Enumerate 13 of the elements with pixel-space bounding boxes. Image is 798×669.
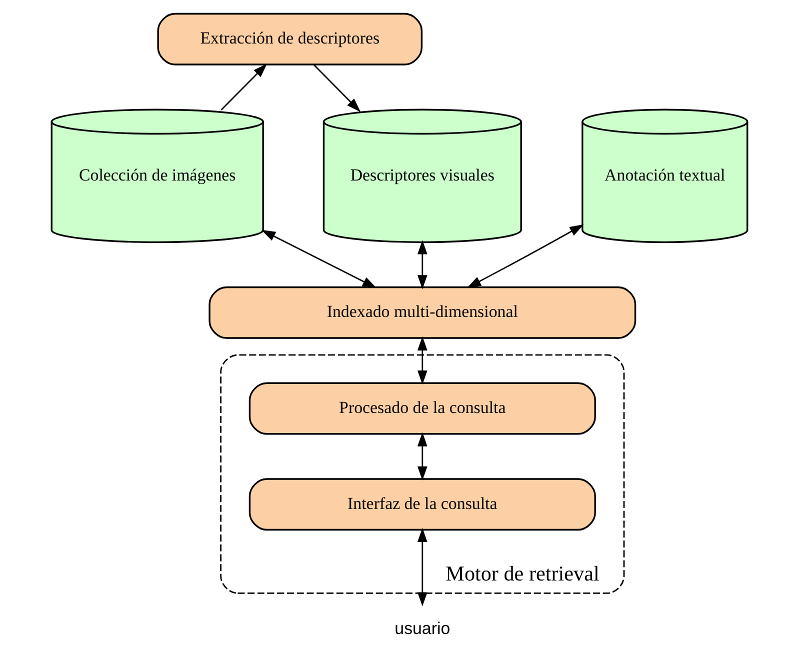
arrow	[466, 224, 584, 288]
node-box: Interfaz de la consulta	[248, 478, 596, 531]
arrow	[416, 528, 427, 606]
node-text: usuario	[394, 619, 450, 638]
node-box: Extracción de descriptores	[156, 12, 422, 66]
arrow	[220, 64, 267, 110]
arrow	[416, 336, 427, 385]
arrow	[260, 230, 376, 288]
node-box: Indexado multi-dimensional	[208, 286, 636, 339]
node-box: Procesado de la consulta	[248, 382, 596, 435]
arrow	[416, 240, 427, 290]
arrow	[416, 432, 427, 480]
arrow	[313, 64, 360, 112]
